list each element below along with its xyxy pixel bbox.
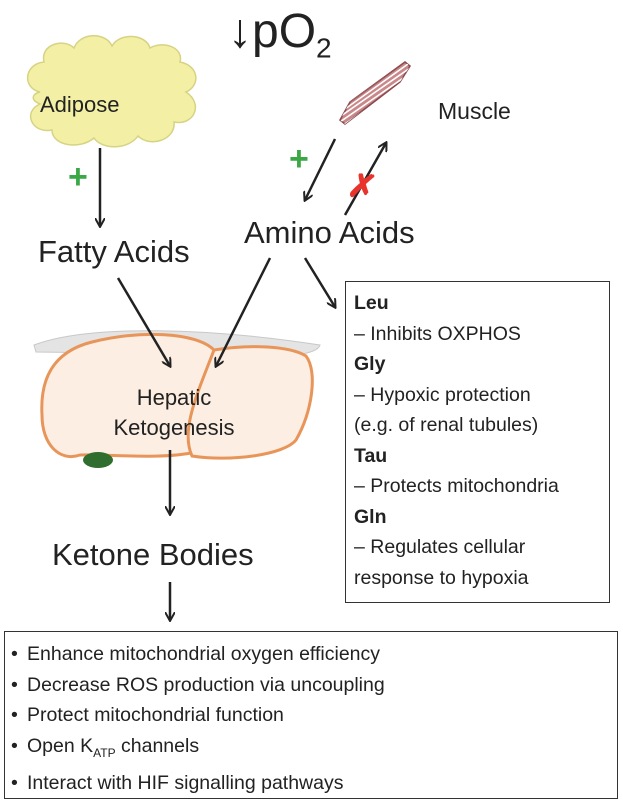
bullet: • [11, 734, 18, 757]
adipose-label: Adipose [40, 92, 120, 117]
hepatic-line-2: Ketogenesis [113, 415, 235, 440]
list-item-text: Decrease ROS production via uncoupling [27, 673, 385, 696]
bullet: • [11, 673, 18, 696]
list-item: • Protect mitochondrial function [11, 700, 617, 731]
aa-desc: – Regulates cellular [354, 536, 526, 558]
aa-desc: response to hypoxia [354, 566, 529, 589]
arrow-amino-acids-to-box [303, 257, 335, 307]
cross-icon: ✗ [344, 165, 380, 209]
muscle-icon [339, 61, 411, 125]
aa-desc: – Protects mitochondria [354, 475, 559, 497]
katp-subscript: ATP [93, 745, 116, 760]
plus-icon: + [289, 140, 309, 178]
aa-name: Tau [354, 444, 388, 467]
list-item-text: Protect mitochondrial function [27, 704, 284, 726]
arrow-fatty-acids-to-ketogenesis [116, 277, 170, 366]
list-item: • Open KATP channels [11, 731, 617, 768]
title-subscript: 2 [316, 32, 332, 64]
amino-acid-effects-box: Leu – Inhibits OXPHOS Gly – Hypoxic prot… [345, 281, 610, 603]
ketone-bodies-label: Ketone Bodies [52, 537, 254, 572]
amino-acids-label: Amino Acids [244, 215, 415, 250]
list-item: • Interact with HIF signalling pathways [11, 768, 617, 799]
list-item-text: channels [115, 734, 200, 757]
title-main: pO [252, 5, 317, 58]
list-item: • Decrease ROS production via uncoupling [11, 670, 617, 701]
aa-desc: (e.g. of renal tubules) [354, 414, 539, 436]
aa-name: Gln [354, 505, 387, 528]
aa-desc: – Inhibits OXPHOS [354, 322, 521, 345]
adipose-cloud-icon [27, 35, 197, 148]
aa-name: Leu [354, 292, 389, 314]
arrows [100, 138, 386, 620]
aa-desc: – Hypoxic protection [354, 383, 531, 406]
bullet: • [11, 771, 18, 794]
hepatic-ketogenesis-label: Hepatic Ketogenesis [104, 383, 244, 443]
liver-icon [33, 330, 321, 468]
bullet: • [11, 643, 18, 665]
fatty-acids-label: Fatty Acids [38, 234, 190, 269]
list-item-text: Interact with HIF signalling pathways [27, 771, 344, 794]
list-item: • Enhance mitochondrial oxygen efficiency [11, 639, 617, 670]
down-arrow-icon: ↓ [228, 5, 252, 58]
hepatic-line-1: Hepatic [136, 385, 212, 410]
ketone-effects-box: • Enhance mitochondrial oxygen efficiency… [4, 631, 618, 799]
list-item-text: Open K [27, 734, 94, 757]
aa-name: Gly [354, 353, 386, 375]
muscle-label: Muscle [438, 98, 511, 124]
list-item-text: Enhance mitochondrial oxygen efficiency [27, 643, 381, 665]
plus-icon: + [68, 158, 88, 196]
arrow-amino-acids-to-ketogenesis [216, 257, 272, 366]
arrow-muscle-to-amino-acids [305, 138, 337, 200]
page-title: ↓pO2 [228, 2, 332, 79]
bullet: • [11, 704, 18, 726]
arrow-amino-acids-to-muscle [343, 143, 386, 216]
